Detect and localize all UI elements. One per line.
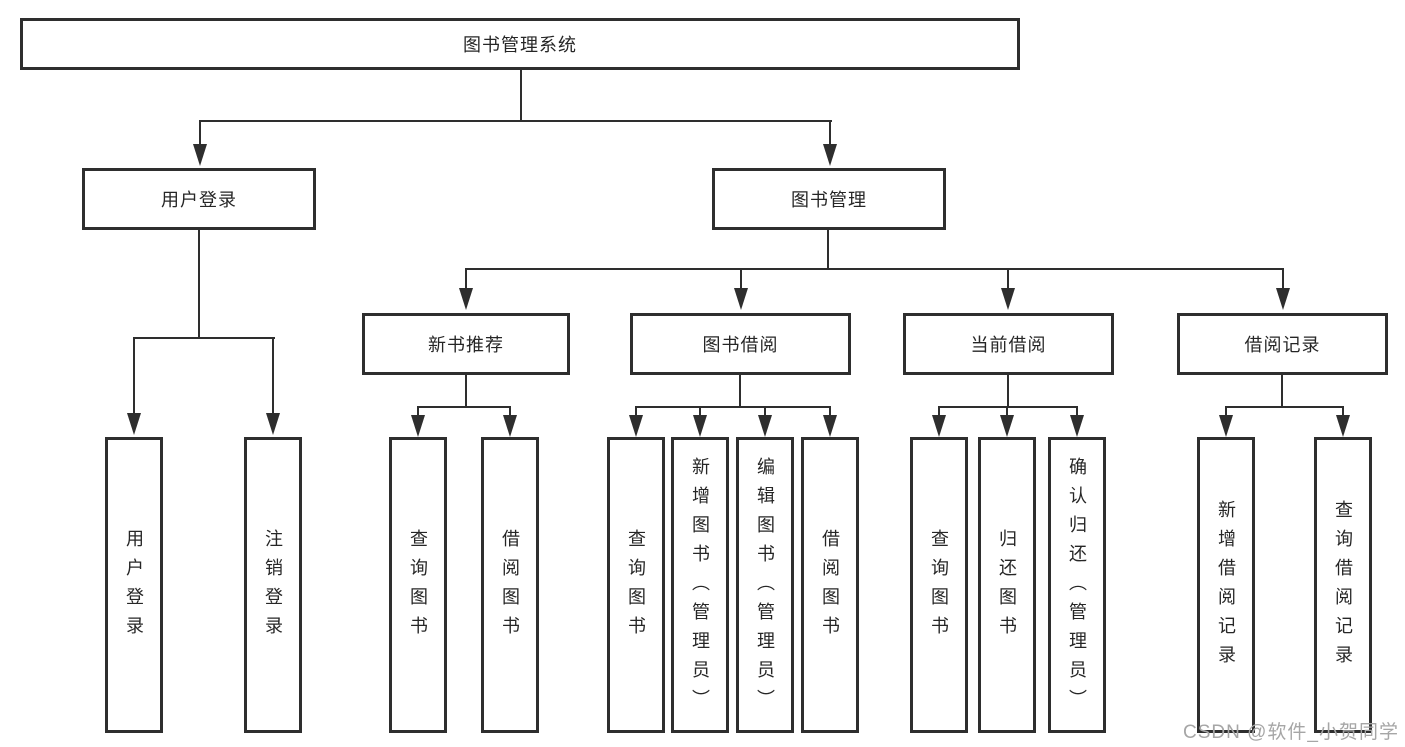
arrow-down-icon xyxy=(629,415,643,437)
connector-line xyxy=(938,406,940,418)
connector-line xyxy=(699,406,701,418)
connector-line xyxy=(465,268,467,290)
connector-line xyxy=(1006,406,1008,418)
connector-line xyxy=(465,268,1284,270)
node-root: 图书管理系统 xyxy=(20,18,1020,70)
node-current-borrow-label: 当前借阅 xyxy=(970,335,1047,355)
leaf-add-borrow-record: 新增借阅记录 xyxy=(1197,437,1255,733)
leaf-return-book: 归还图书 xyxy=(978,437,1036,733)
leaf-query-book-3: 查询图书 xyxy=(910,437,968,733)
connector-line xyxy=(272,337,274,415)
node-new-book-recommend-label: 新书推荐 xyxy=(428,335,504,355)
node-current-borrow: 当前借阅 xyxy=(903,313,1114,375)
arrow-down-icon xyxy=(823,144,837,166)
arrow-down-icon xyxy=(823,415,837,437)
connector-line xyxy=(509,406,511,418)
arrow-down-icon xyxy=(1070,415,1084,437)
csdn-watermark: CSDN @软件_小贺同学 xyxy=(1183,722,1399,743)
arrow-down-icon xyxy=(1219,415,1233,437)
arrow-down-icon xyxy=(503,415,517,437)
leaf-add-borrow-record-label: 新增借阅记录 xyxy=(1216,500,1236,674)
arrow-down-icon xyxy=(266,413,280,435)
node-book-management-label: 图书管理 xyxy=(791,190,867,210)
connector-line xyxy=(133,337,135,415)
leaf-user-login-label: 用户登录 xyxy=(124,529,144,645)
connector-line xyxy=(199,120,832,122)
node-root-label: 图书管理系统 xyxy=(463,35,577,55)
connector-line xyxy=(1282,268,1284,290)
arrow-down-icon xyxy=(1001,288,1015,310)
leaf-borrow-book-2-label: 借阅图书 xyxy=(820,529,840,645)
connector-line xyxy=(739,375,741,408)
leaf-return-book-label: 归还图书 xyxy=(997,529,1017,645)
leaf-query-book-1-label: 查询图书 xyxy=(408,529,428,645)
leaf-query-book-2-label: 查询图书 xyxy=(626,529,646,645)
arrow-down-icon xyxy=(734,288,748,310)
connector-line xyxy=(1007,375,1009,408)
connector-line xyxy=(520,70,522,121)
arrow-down-icon xyxy=(693,415,707,437)
connector-line xyxy=(1342,406,1344,418)
leaf-query-borrow-record-label: 查询借阅记录 xyxy=(1333,500,1353,674)
leaf-borrow-book-1: 借阅图书 xyxy=(481,437,539,733)
connector-line xyxy=(133,337,275,339)
node-book-management: 图书管理 xyxy=(712,168,946,230)
leaf-add-book-admin: 新增图书（管理员） xyxy=(671,437,729,733)
connector-line xyxy=(938,406,1078,408)
connector-line xyxy=(1007,268,1009,290)
arrow-down-icon xyxy=(459,288,473,310)
leaf-edit-book-admin-label: 编辑图书（管理员） xyxy=(755,456,775,718)
node-book-borrow: 图书借阅 xyxy=(630,313,851,375)
leaf-edit-book-admin: 编辑图书（管理员） xyxy=(736,437,794,733)
connector-line xyxy=(740,268,742,290)
node-new-book-recommend: 新书推荐 xyxy=(362,313,570,375)
connector-line xyxy=(1281,375,1283,408)
arrow-down-icon xyxy=(758,415,772,437)
connector-line xyxy=(1225,406,1344,408)
node-user-login: 用户登录 xyxy=(82,168,316,230)
arrow-down-icon xyxy=(411,415,425,437)
connector-line xyxy=(417,406,511,408)
connector-line xyxy=(1076,406,1078,418)
leaf-query-book-3-label: 查询图书 xyxy=(929,529,949,645)
connector-line xyxy=(417,406,419,418)
node-borrow-record: 借阅记录 xyxy=(1177,313,1388,375)
connector-line xyxy=(827,230,829,270)
leaf-add-book-admin-label: 新增图书（管理员） xyxy=(690,456,710,718)
arrow-down-icon xyxy=(127,413,141,435)
connector-line xyxy=(635,406,637,418)
node-user-login-label: 用户登录 xyxy=(161,190,237,210)
leaf-logout: 注销登录 xyxy=(244,437,302,733)
arrow-down-icon xyxy=(1336,415,1350,437)
leaf-query-book-1: 查询图书 xyxy=(389,437,447,733)
connector-line xyxy=(465,375,467,408)
leaf-confirm-return-admin-label: 确认归还（管理员） xyxy=(1067,456,1087,718)
leaf-query-book-2: 查询图书 xyxy=(607,437,665,733)
node-book-borrow-label: 图书借阅 xyxy=(702,335,779,355)
connector-line xyxy=(1225,406,1227,418)
leaf-borrow-book-1-label: 借阅图书 xyxy=(500,529,520,645)
arrow-down-icon xyxy=(1000,415,1014,437)
connector-line xyxy=(829,120,831,146)
leaf-confirm-return-admin: 确认归还（管理员） xyxy=(1048,437,1106,733)
arrow-down-icon xyxy=(1276,288,1290,310)
arrow-down-icon xyxy=(193,144,207,166)
connector-line xyxy=(635,406,831,408)
leaf-query-borrow-record: 查询借阅记录 xyxy=(1314,437,1372,733)
leaf-user-login: 用户登录 xyxy=(105,437,163,733)
connector-line xyxy=(199,120,201,146)
connector-line xyxy=(764,406,766,418)
connector-line xyxy=(198,230,200,339)
leaf-borrow-book-2: 借阅图书 xyxy=(801,437,859,733)
arrow-down-icon xyxy=(932,415,946,437)
leaf-logout-label: 注销登录 xyxy=(263,529,283,645)
node-borrow-record-label: 借阅记录 xyxy=(1244,335,1321,355)
connector-line xyxy=(829,406,831,418)
